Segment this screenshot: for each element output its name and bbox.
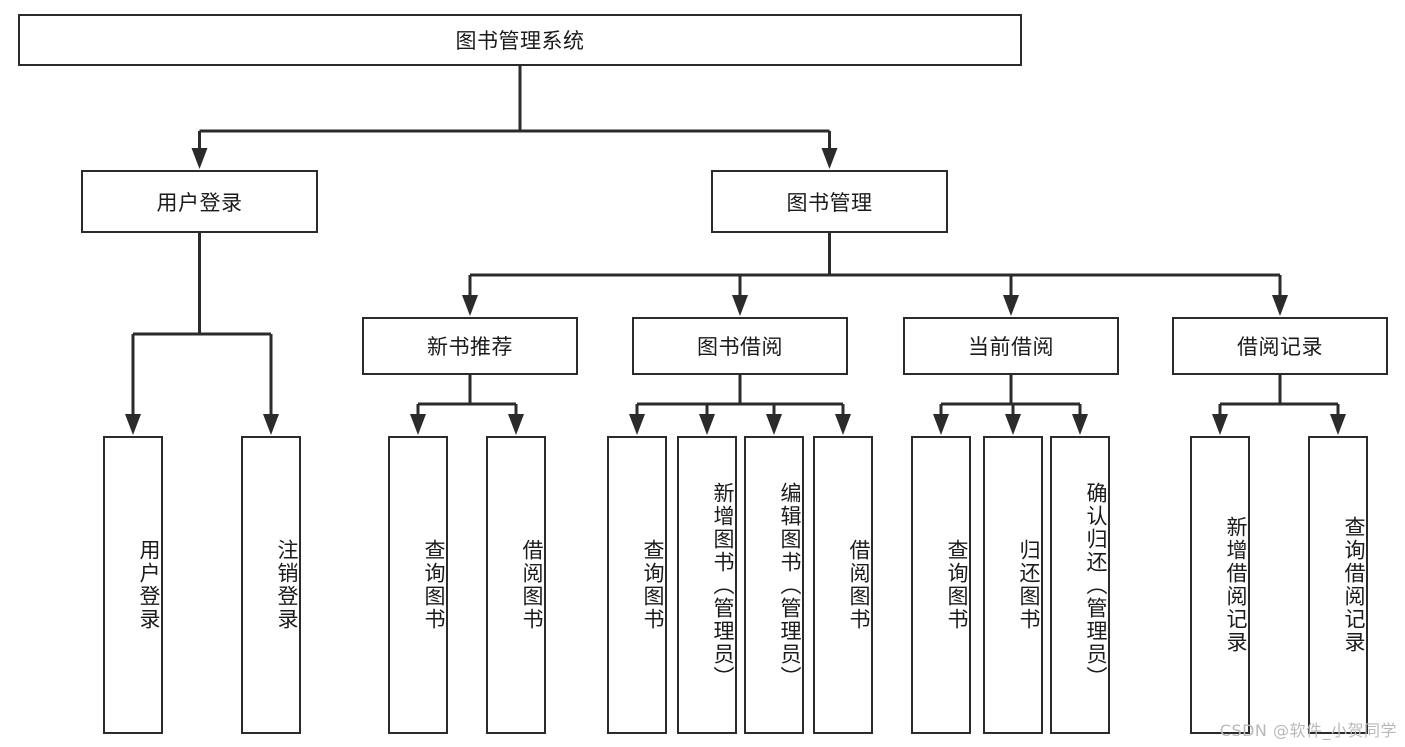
node-label: 编辑图书（管理员） — [778, 481, 802, 689]
node-root[interactable]: 图书管理系统 — [18, 14, 1022, 66]
node-leaf-query-book-3[interactable]: 查询图书 — [911, 436, 971, 734]
node-label: 用户登录 — [156, 190, 243, 215]
edge-arrowhead — [821, 148, 838, 169]
node-label: 借阅图书 — [847, 539, 871, 631]
watermark-text: CSDN @软件_小贺同学 — [1219, 721, 1397, 740]
node-label: 借阅图书 — [520, 539, 544, 631]
node-label: 注销登录 — [275, 539, 299, 631]
node-label: 用户登录 — [137, 539, 161, 631]
node-current-borrow[interactable]: 当前借阅 — [903, 317, 1119, 375]
node-leaf-edit-book[interactable]: 编辑图书（管理员） — [744, 436, 804, 734]
edge-arrowhead — [1272, 295, 1288, 316]
node-leaf-add-record[interactable]: 新增借阅记录 — [1190, 436, 1250, 734]
node-label: 新书推荐 — [427, 335, 513, 359]
node-leaf-add-book[interactable]: 新增图书（管理员） — [677, 436, 737, 734]
edge-arrowhead — [410, 414, 426, 435]
node-label: 图书借阅 — [697, 335, 783, 359]
node-label: 查询图书 — [641, 539, 665, 631]
edge-arrowhead — [629, 414, 645, 435]
node-book-borrow[interactable]: 图书借阅 — [632, 317, 848, 375]
edge-arrowhead — [263, 414, 279, 435]
edge-arrowhead — [933, 414, 949, 435]
node-borrow-record[interactable]: 借阅记录 — [1172, 317, 1388, 375]
edge-arrowhead — [125, 414, 141, 435]
node-user-login[interactable]: 用户登录 — [81, 170, 318, 233]
node-leaf-query-book-1[interactable]: 查询图书 — [388, 436, 448, 734]
edge-arrowhead — [462, 295, 478, 316]
edge-arrowhead — [835, 414, 851, 435]
node-label: 归还图书 — [1017, 539, 1041, 631]
edge-arrowhead — [1005, 414, 1021, 435]
edge-arrowhead — [1330, 414, 1346, 435]
edge-arrowhead — [766, 414, 782, 435]
node-new-book-rec[interactable]: 新书推荐 — [362, 317, 578, 375]
node-label: 图书管理系统 — [455, 29, 585, 53]
node-label: 确认归还（管理员） — [1084, 481, 1108, 689]
node-label: 新增图书（管理员） — [711, 481, 735, 689]
node-book-manage[interactable]: 图书管理 — [711, 170, 948, 233]
node-label: 图书管理 — [786, 190, 873, 215]
node-leaf-logout[interactable]: 注销登录 — [241, 436, 301, 734]
node-label: 查询借阅记录 — [1342, 516, 1366, 654]
node-leaf-return-book[interactable]: 归还图书 — [983, 436, 1043, 734]
edge-arrowhead — [1212, 414, 1228, 435]
edge-arrowhead — [1003, 295, 1019, 316]
edge-arrowhead — [699, 414, 715, 435]
node-label: 新增借阅记录 — [1224, 516, 1248, 654]
node-label: 当前借阅 — [968, 335, 1054, 359]
node-label: 查询图书 — [945, 539, 969, 631]
node-leaf-borrow-book-2[interactable]: 借阅图书 — [813, 436, 873, 734]
node-leaf-query-record[interactable]: 查询借阅记录 — [1308, 436, 1368, 734]
edge-arrowhead — [1072, 414, 1088, 435]
node-leaf-query-book-2[interactable]: 查询图书 — [607, 436, 667, 734]
node-leaf-user-login[interactable]: 用户登录 — [103, 436, 163, 734]
edge-arrowhead — [732, 295, 748, 316]
node-label: 查询图书 — [422, 539, 446, 631]
node-leaf-borrow-book-1[interactable]: 借阅图书 — [486, 436, 546, 734]
node-label: 借阅记录 — [1237, 335, 1323, 359]
edge-arrowhead — [191, 148, 208, 169]
edge-arrowhead — [508, 414, 524, 435]
node-leaf-confirm-return[interactable]: 确认归还（管理员） — [1050, 436, 1110, 734]
